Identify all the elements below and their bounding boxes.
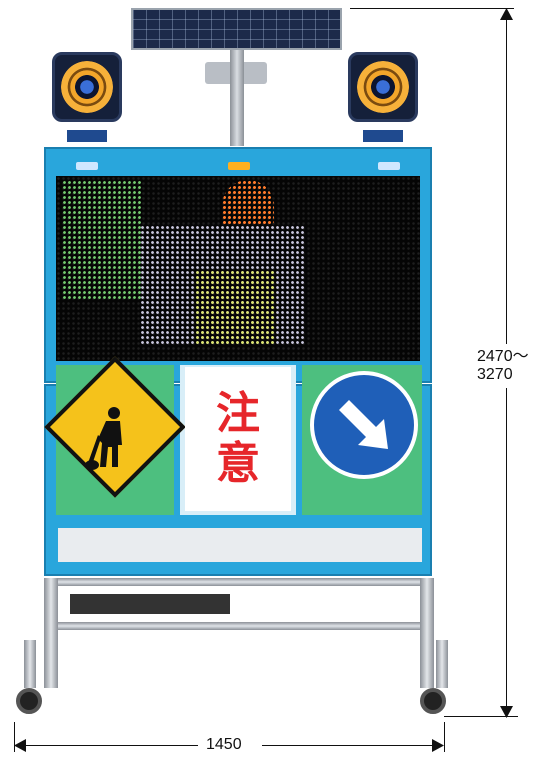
height-value-2: 3270 [477,366,513,383]
height-value-1: 2470 [477,348,513,365]
notice-char-2: 意 [216,438,260,489]
dim-width-line-right [262,745,438,746]
height-tilde: ～ [512,348,529,365]
arrow-up-icon [500,8,513,20]
dim-right-extension [444,722,445,752]
dim-height-line-lower [506,388,507,710]
led-helmet-pixels [222,180,274,225]
wheel-right [420,688,446,714]
frame-top-bar [44,578,432,586]
dim-top-extension [350,8,514,9]
battery-tray [70,594,230,614]
arrow-left-icon [14,739,26,752]
dim-width-line-left [20,745,198,746]
solar-panel [131,8,342,50]
lamp-base-right [363,130,403,142]
indicator-left [76,162,98,170]
warning-lamp-left [52,52,122,122]
dim-bottom-extension [444,716,518,717]
blank-message-strip [58,528,422,562]
outrigger-left [24,640,36,688]
lamp-base-left [67,130,107,142]
mast-pole [230,50,244,146]
arrow-right-icon [432,739,444,752]
dim-left-extension [14,722,15,752]
notice-char-1: 注 [216,388,260,439]
indicator-right [378,162,400,170]
leg-left [44,578,58,688]
height-dimension: 2470～ 3270 [477,348,529,384]
worker-icon [85,407,122,470]
keep-right-sign [310,371,418,479]
leg-right [420,578,434,688]
frame-bottom-bar [44,622,432,630]
dim-height-line-upper [506,14,507,344]
caution-notice: 注 意 [185,367,291,511]
warning-lamp-right [348,52,418,122]
arrow-down-icon [500,706,513,718]
diagonal-arrow-icon [339,400,388,449]
led-pixels-green [62,180,142,300]
outrigger-right [436,640,448,688]
wheel-left [16,688,42,714]
led-pixels-yellow [195,270,275,345]
width-dimension: 1450 [206,736,242,753]
indicator-center [228,162,250,170]
